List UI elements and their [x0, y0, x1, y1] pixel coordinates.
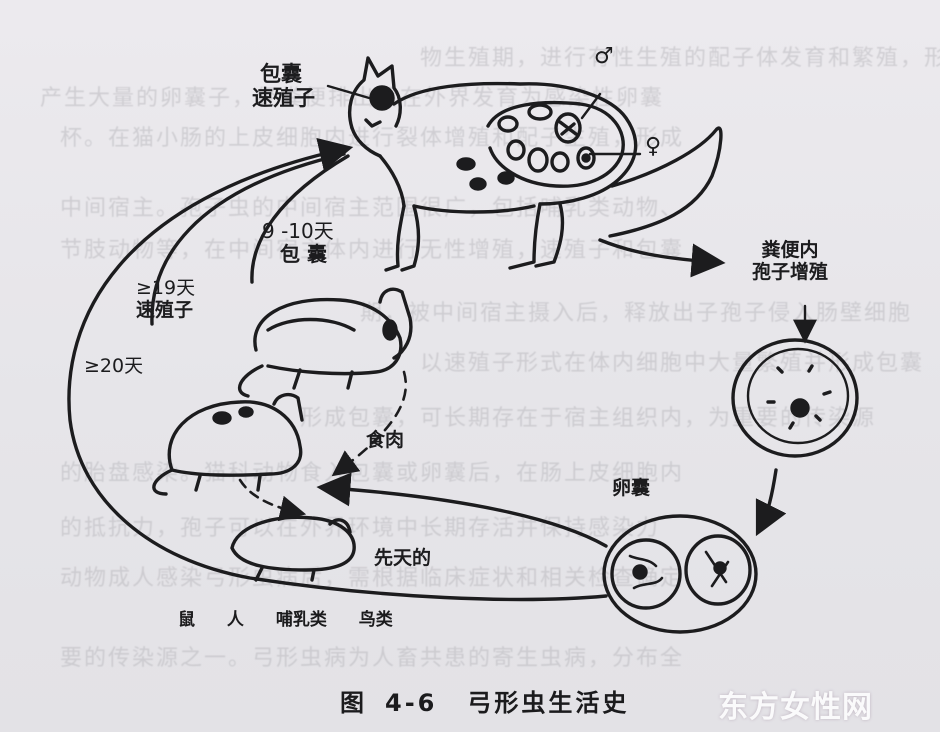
rodent-with-cysts: [237, 287, 413, 398]
caption-title: 弓形虫生活史: [467, 688, 630, 717]
cat-illustration: [326, 56, 723, 272]
tachyzoite-left-text: 速殖子: [136, 298, 194, 321]
bleed-through-text: 物生殖期，进行有性生殖的配子体发育和繁殖，形成卵囊并产: [420, 46, 940, 71]
oocyst: [602, 514, 758, 634]
mouse-cyst-text: 包 囊: [280, 242, 327, 266]
cyst-text: 包囊: [260, 62, 302, 86]
label-oocyst: 卵囊: [612, 477, 651, 499]
bleed-through-text: 节肢动物等，在中间宿主体内进行无性增殖，速殖子和包囊: [60, 238, 685, 263]
intermediate-hosts-list: 鼠 人 哺乳类 鸟类: [178, 605, 419, 630]
feces-text: 粪便内: [761, 239, 819, 261]
bleed-through-text: 要的传染源之一。弓形虫病为人畜共患的寄生虫病，分布全: [60, 646, 685, 671]
newborn-rodent: [230, 515, 356, 582]
caption-number: 4-6: [385, 689, 438, 717]
figure-caption: 图 4-6 弓形虫生活史: [340, 683, 629, 718]
label-9-10-days: 9 -10天 包 囊: [262, 220, 334, 266]
bleed-through-text: 形成包囊，可长期存在于宿主组织内，为重要的传染源: [300, 406, 877, 431]
host-birds: 鸟类: [358, 610, 393, 630]
male-symbol: ♂: [594, 44, 614, 69]
rodent-tachyzoite-host: [152, 392, 304, 496]
days-9-10-text: 9 -10天: [262, 219, 334, 243]
sporulating-oocyst: [731, 338, 859, 458]
bleed-through-text: 动物成人感染弓形虫病后，需根据临床症状和相关检查确定: [60, 566, 685, 591]
label-ge20-days: ≥20天: [84, 355, 144, 377]
bleed-through-text: 的抵抗力，孢子可以在外界环境中长期存活并保持感染力: [60, 516, 661, 541]
days-ge19-text: ≥19天: [136, 277, 196, 299]
watermark-logo: 东方女性网: [718, 690, 873, 725]
female-symbol: ♀: [645, 134, 662, 159]
label-cat-cysts: 包囊 速殖子: [252, 62, 315, 110]
label-ge19-days: ≥19天 速殖子: [136, 277, 196, 322]
host-human: 人: [226, 610, 244, 630]
caption-prefix: 图: [340, 688, 367, 717]
label-carnivory: 食肉: [366, 429, 405, 451]
host-mammals: 哺乳类: [275, 610, 327, 630]
sporulation-text: 孢子增殖: [752, 260, 829, 283]
host-rat: 鼠: [178, 610, 195, 630]
tachyzoite-text: 速殖子: [252, 86, 315, 111]
bleed-through-text: 期，被中间宿主摄入后，释放出子孢子侵入肠壁细胞: [360, 301, 913, 326]
label-congenital: 先天的: [374, 547, 432, 569]
label-feces-sporulation: 粪便内 孢子增殖: [752, 239, 829, 284]
